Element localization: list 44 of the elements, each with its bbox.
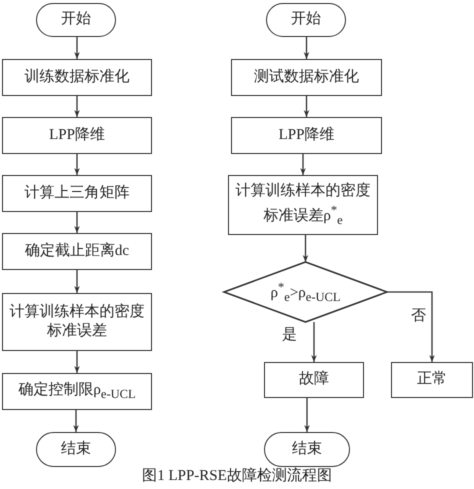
arrow xyxy=(302,235,308,262)
arrow xyxy=(74,154,80,175)
arrow xyxy=(74,96,80,117)
process-box xyxy=(2,117,152,154)
node-label: LPP降维 xyxy=(48,126,106,145)
node-label: 计算训练样本的密度标准误差 xyxy=(8,302,146,341)
node-label: 确定控制限ρ$_{e-UCL}$ xyxy=(17,380,137,402)
node-label: 故障 xyxy=(298,370,330,390)
node-label: 开始 xyxy=(60,10,92,30)
node-label: ρ$^{*}$$_{e}$>ρ$_{e-UCL}$ xyxy=(270,278,342,306)
process-box xyxy=(2,59,152,96)
process-box xyxy=(2,233,152,270)
arrow xyxy=(73,410,79,432)
node-label: 正常 xyxy=(416,370,448,390)
arrow xyxy=(311,322,317,362)
process-box xyxy=(391,362,473,398)
arrow xyxy=(304,37,310,59)
decision-diamond xyxy=(224,262,387,322)
node-label: 训练数据标准化 xyxy=(24,68,130,87)
process-box xyxy=(231,59,382,96)
arrow xyxy=(74,270,80,293)
arrow xyxy=(304,398,310,432)
figure-caption: 图1 LPP-RSE故障检测流程图 xyxy=(141,466,333,485)
arrow xyxy=(300,154,306,175)
arrow xyxy=(74,351,80,373)
node-label: 开始 xyxy=(290,10,322,30)
arrow xyxy=(387,291,435,362)
arrow xyxy=(74,37,80,59)
node-label: 确定截止距离dc xyxy=(24,242,130,261)
node-label: 结束 xyxy=(60,440,92,459)
arrow xyxy=(304,96,310,117)
process-box xyxy=(231,117,382,154)
process-box xyxy=(2,175,152,212)
process-box xyxy=(228,175,378,235)
arrow xyxy=(74,212,80,233)
node-label: LPP降维 xyxy=(278,126,336,145)
edge-label: 否 xyxy=(410,308,427,325)
node-label: 计算上三角矩阵 xyxy=(24,184,130,203)
process-box xyxy=(2,293,152,351)
node-label: 测试数据标准化 xyxy=(253,68,360,87)
process-box xyxy=(2,373,152,410)
edge-label: 是 xyxy=(281,327,298,344)
node-label: 结束 xyxy=(291,440,323,459)
process-box xyxy=(264,362,364,398)
